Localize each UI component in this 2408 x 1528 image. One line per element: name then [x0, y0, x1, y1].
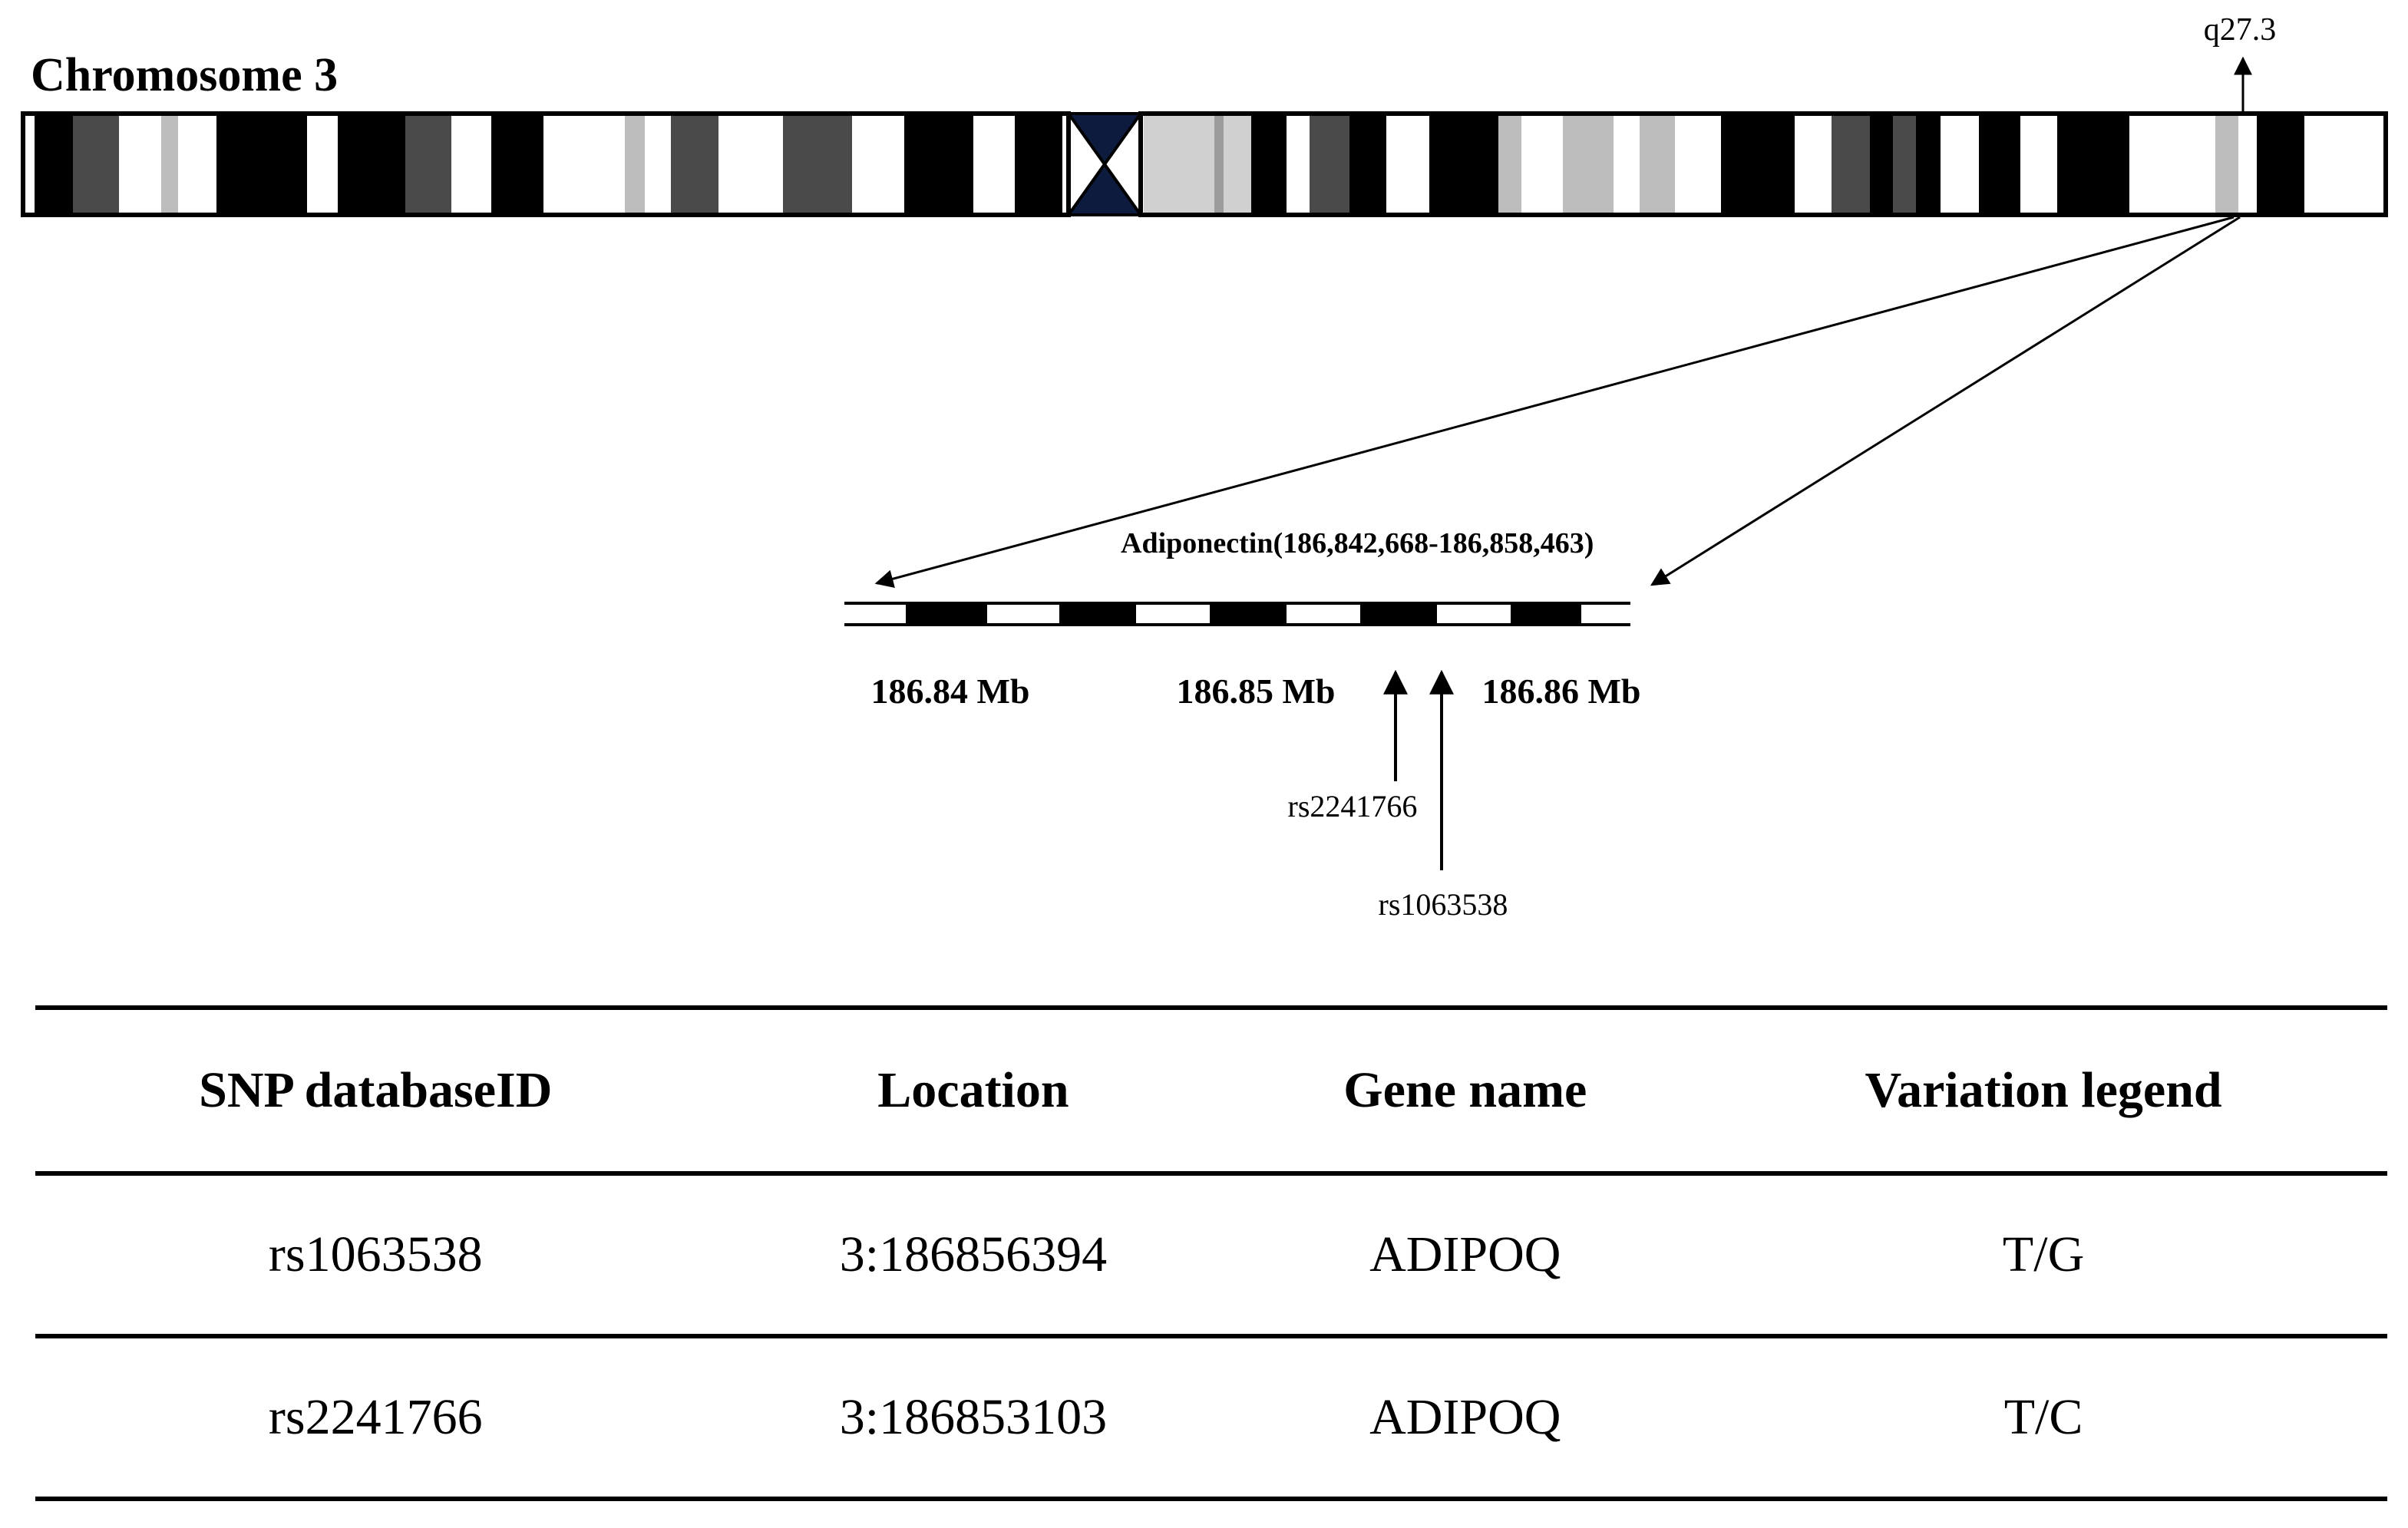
band	[338, 114, 390, 215]
band	[1916, 114, 1941, 215]
cell-location: 3:186853103	[715, 1336, 1231, 1501]
cell-snp-id: rs2241766	[35, 1336, 716, 1501]
chromosome-q-arm	[1138, 111, 2388, 217]
col-header-variation: Variation legend	[1699, 1005, 2387, 1176]
snp-label-rs1063538: rs1063538	[1379, 887, 1508, 922]
chromosome-title: Chromosome 3	[31, 49, 338, 101]
table-row: rs2241766 3:186853103 ADIPOQ T/C	[35, 1336, 2387, 1501]
band	[73, 114, 119, 215]
gene-segment	[1360, 603, 1437, 625]
band	[1893, 114, 1916, 215]
band	[35, 114, 73, 215]
band	[161, 114, 178, 215]
band	[2215, 114, 2238, 215]
cell-location: 3:186856394	[715, 1173, 1231, 1338]
band	[216, 114, 307, 215]
cell-gene-name: ADIPOQ	[1230, 1173, 1700, 1338]
col-header-gene-name: Gene name	[1230, 1005, 1700, 1176]
band	[1144, 114, 1194, 215]
cell-snp-id: rs1063538	[35, 1173, 716, 1338]
band	[1224, 114, 1251, 215]
band	[1251, 114, 1287, 215]
zoom-arrow-left	[874, 216, 2235, 588]
gene-label: Adiponectin(186,842,668-186,858,463)	[1121, 527, 1594, 559]
band	[2057, 114, 2129, 215]
scale-label-3: 186.86 Mb	[1482, 672, 1641, 711]
band	[1563, 114, 1614, 215]
band	[671, 114, 718, 215]
gene-segment	[1059, 603, 1136, 625]
band	[390, 114, 405, 215]
col-header-location: Location	[715, 1005, 1231, 1176]
band	[783, 114, 852, 215]
band	[1870, 114, 1893, 215]
band	[904, 114, 973, 215]
scale-label-2: 186.85 Mb	[1177, 672, 1336, 711]
band	[1214, 114, 1224, 215]
snp-label-rs2241766: rs2241766	[1288, 789, 1418, 823]
band	[1640, 114, 1675, 215]
gene-track	[844, 602, 1630, 626]
gene-segment	[906, 603, 987, 625]
band	[1015, 114, 1062, 215]
col-header-snp-id: SNP databaseID	[35, 1005, 716, 1176]
band	[405, 114, 451, 215]
centromere	[1065, 112, 1144, 216]
band	[1349, 114, 1386, 215]
cell-variation: T/G	[1699, 1173, 2387, 1338]
band	[1832, 114, 1870, 215]
band-label: q27.3	[2204, 12, 2277, 48]
chromosome-p-arm	[21, 111, 1071, 217]
band	[1979, 114, 2020, 215]
cell-gene-name: ADIPOQ	[1230, 1336, 1700, 1501]
band	[625, 114, 645, 215]
table-row: rs1063538 3:186856394 ADIPOQ T/G	[35, 1173, 2387, 1338]
band	[1194, 114, 1214, 215]
cell-variation: T/C	[1699, 1336, 2387, 1501]
band	[2257, 114, 2304, 215]
table-header-row: SNP databaseID Location Gene name Variat…	[35, 1005, 2387, 1176]
gene-segment	[1210, 603, 1287, 625]
scale-label-1: 186.84 Mb	[871, 672, 1030, 711]
band	[1429, 114, 1498, 215]
band	[1721, 114, 1795, 215]
snp-table: SNP databaseID Location Gene name Variat…	[35, 1005, 2387, 1501]
band	[1310, 114, 1349, 215]
band	[491, 114, 543, 215]
band	[1498, 114, 1521, 215]
gene-segment	[1511, 603, 1581, 625]
zoom-arrow-right	[1650, 216, 2241, 586]
